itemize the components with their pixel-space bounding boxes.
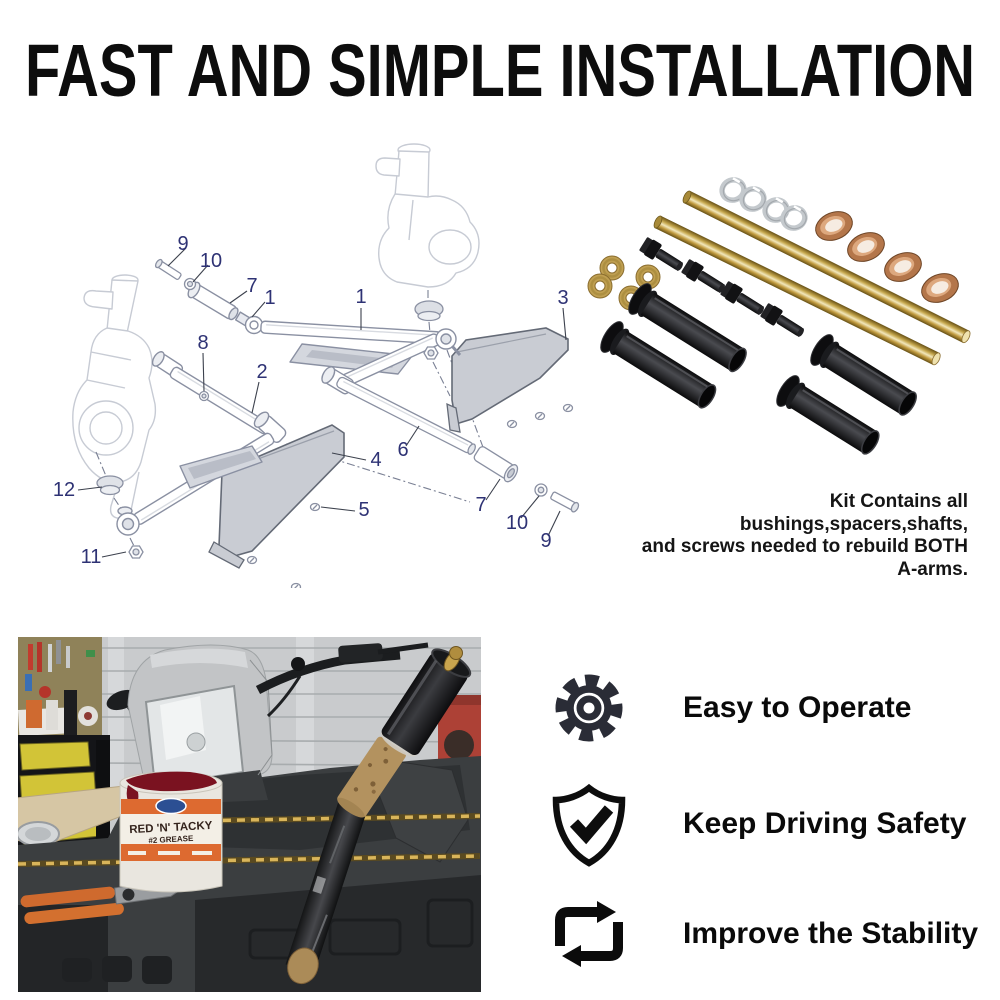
callout-1-top: 1 [264, 287, 275, 309]
lower-a-arm-drawing [116, 351, 287, 536]
guard-plate-right [446, 327, 569, 433]
kit-brass-washers [587, 255, 661, 311]
kit-shaft-long-1 [682, 190, 971, 344]
feature-label: Improve the Stability [683, 917, 979, 950]
callout-10-top: 10 [200, 250, 222, 272]
kit-parts-photo [587, 177, 971, 455]
page-title: FAST AND SIMPLE INSTALLATION [25, 29, 975, 112]
headlight-pod [106, 644, 273, 805]
callout-7-low: 7 [475, 494, 486, 516]
lucas-logo-badge [155, 797, 187, 815]
callout-7-top: 7 [246, 275, 257, 297]
greasy-pivot-shaft [285, 646, 472, 985]
callout-numbers: 9 10 7 1 1 8 2 3 12 11 4 5 6 7 10 9 [53, 233, 569, 568]
metal-dish [18, 821, 60, 847]
repeat-arrows-icon [555, 901, 623, 967]
callout-2: 2 [256, 361, 267, 383]
feature-label: Easy to Operate [683, 691, 912, 724]
callout-6: 6 [397, 439, 408, 461]
callout-10-low: 10 [506, 512, 528, 534]
kit-black-bolts [639, 237, 804, 337]
grease-tub-subtitle: #2 GREASE [148, 834, 194, 845]
gear-icon [555, 674, 623, 742]
callout-3: 3 [557, 287, 568, 309]
page-title-banner: FAST AND SIMPLE INSTALLATION [25, 29, 975, 112]
kit-shaft-long-2 [653, 215, 941, 366]
grease-tub: RED 'N' TACKY #2 GREASE [119, 771, 223, 893]
workbench-shelf-items [18, 690, 98, 736]
kit-caption-line2: and screws needed to rebuild BOTH [641, 536, 968, 557]
handlebar-assembly [255, 642, 429, 718]
feature-item-driving-safety: Keep Driving Safety [545, 778, 995, 870]
exploded-a-arm-diagram: 9 10 7 1 1 8 2 3 12 11 4 5 6 7 10 9 [53, 143, 580, 588]
callout-8: 8 [197, 332, 208, 354]
kit-copper-cone-washers [815, 211, 959, 303]
callout-11: 11 [81, 546, 102, 568]
feature-item-stability: Improve the Stability [545, 888, 995, 980]
upper-a-arm-drawing [187, 281, 462, 395]
hardware-parts-drawing [96, 258, 580, 588]
kit-caption-line1: Kit Contains all bushings,spacers,shafts… [739, 491, 968, 535]
shield-check-icon [552, 783, 626, 867]
feature-label: Keep Driving Safety [683, 807, 967, 840]
guard-plate-left [208, 424, 345, 569]
callout-9-low: 9 [540, 530, 551, 552]
feature-item-easy-operate: Easy to Operate [545, 662, 995, 754]
callout-12: 12 [53, 479, 75, 501]
workshop-photo: RED 'N' TACKY #2 GREASE [18, 637, 481, 992]
callout-4: 4 [370, 449, 381, 471]
callout-1-arm: 1 [355, 286, 366, 308]
kit-caption: Kit Contains all bushings,spacers,shafts… [598, 491, 968, 581]
kit-bushing-sleeves [600, 283, 917, 455]
steering-knuckle-top-drawing [375, 143, 480, 288]
callout-5: 5 [358, 499, 369, 521]
callout-leader-lines [77, 247, 567, 558]
kit-caption-line3: A-arms. [897, 558, 968, 580]
grease-tub-title: RED 'N' TACKY [129, 820, 213, 836]
kit-lock-washers [719, 177, 808, 231]
callout-9-top: 9 [177, 233, 188, 255]
